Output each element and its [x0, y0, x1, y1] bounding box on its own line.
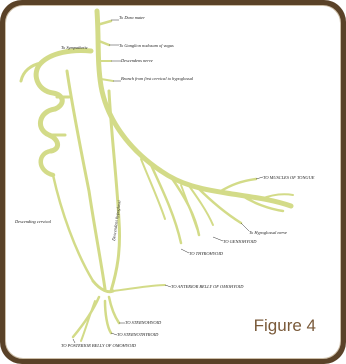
branch-to-hypoglossal [101, 79, 113, 81]
label-muscles-tongue: TO MUSCLES OF TONGUE [263, 175, 315, 180]
label-branch-first-cervical: Branch from first cervical to hypoglossa… [121, 76, 194, 81]
label-sympathetic: To Sympathetic [61, 45, 88, 50]
branch-sternohyoid [109, 297, 119, 323]
label-sternothyroid: TO STERNOTHYROID [117, 332, 159, 337]
label-geniohyoid: TO GENIOHYOID [223, 239, 257, 244]
label-dura-mater: To Dura mater [119, 15, 145, 20]
label-communicating: Descending cervical [14, 219, 52, 224]
label-sternohyoid: TO STERNOHYOID [125, 320, 162, 325]
branch-mid-3 [181, 185, 197, 229]
label-descending-nerve: Descendens nerve [120, 58, 153, 63]
label-group: To Dura mater To Ganglion nodosum of vag… [14, 15, 315, 348]
nerve-diagram: To Dura mater To Ganglion nodosum of vag… [6, 6, 341, 359]
label-posterior-belly: TO POSTERIOR BELLY OF OMOHYOID [61, 343, 137, 348]
figure-caption: Figure 4 [254, 316, 316, 336]
figure-panel: To Dura mater To Ganglion nodosum of vag… [5, 5, 341, 359]
communicating-nerve [53, 175, 93, 281]
label-ganglion: To Ganglion nodosum of vagus [119, 43, 174, 48]
branch-tongue-3 [261, 194, 293, 199]
branch-tongue-1 [221, 179, 256, 191]
cervical-loop-1 [36, 51, 91, 110]
label-thyrohyoid: TO THYROHYOID [189, 251, 224, 256]
label-anterior-belly: TO ANTERIOR BELLY OF OMOHYOID [171, 284, 244, 289]
cervical-loop-3 [41, 151, 53, 175]
hypoglossal-trunk [97, 11, 291, 206]
label-hyoglossal: To Hypoglossal nerve [249, 230, 287, 235]
nerve-paths [21, 11, 293, 341]
cervical-loop-2 [40, 109, 57, 151]
descending-cervical [67, 71, 105, 289]
branch-anterior-belly [113, 285, 165, 291]
branch-lower-left [81, 301, 95, 341]
